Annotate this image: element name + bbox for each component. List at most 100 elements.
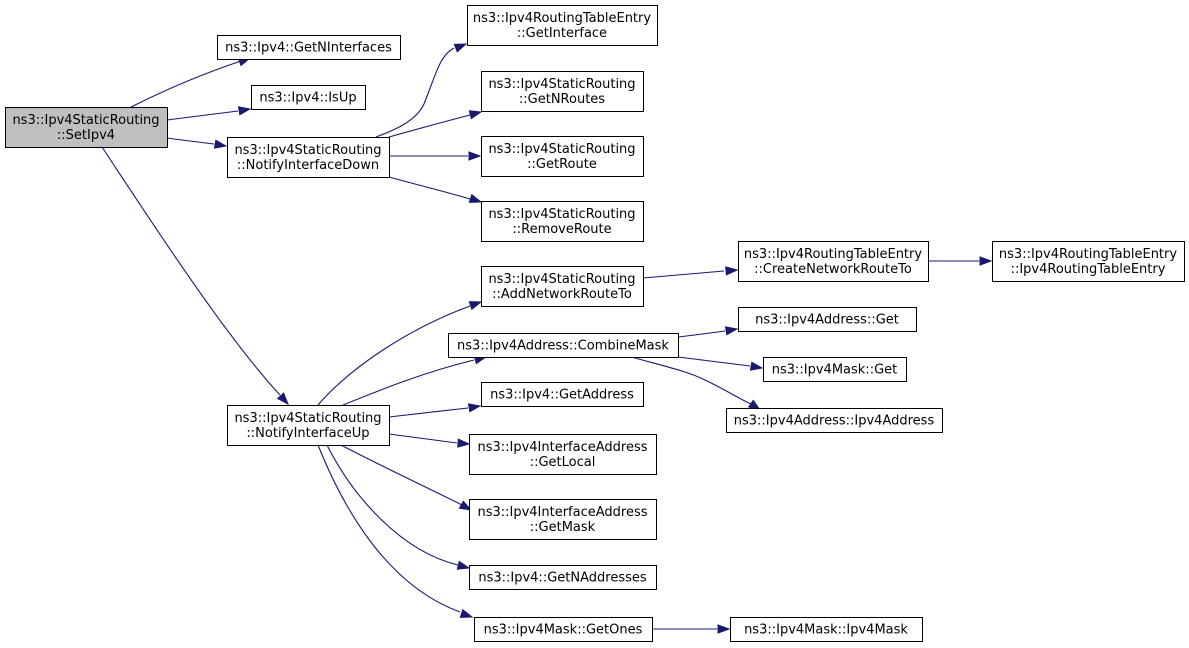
node-box: [448, 333, 679, 358]
arrowhead: [468, 193, 483, 203]
node-label: ns3::Ipv4Mask::Ipv4Mask: [744, 623, 908, 638]
edge-line: [677, 356, 751, 367]
node-mask-ctor[interactable]: ns3::Ipv4Mask::Ipv4Mask: [730, 617, 923, 642]
edge-notifyup-to-getnaddresses: [326, 444, 471, 570]
node-label: ns3::Ipv4StaticRouting: [234, 143, 381, 158]
node-box: [481, 71, 644, 112]
edge-notifydown-to-rte-getinterface: [375, 43, 468, 138]
node-notifyup[interactable]: ns3::Ipv4StaticRouting::NotifyInterfaceU…: [227, 405, 390, 446]
node-getnroutes[interactable]: ns3::Ipv4StaticRouting::GetNRoutes: [481, 71, 644, 112]
edge-line: [388, 407, 469, 418]
node-label: ns3::Ipv4::GetAddress: [490, 388, 634, 403]
node-getones[interactable]: ns3::Ipv4Mask::GetOnes: [474, 617, 653, 642]
node-label: ns3::Ipv4Address::CombineMask: [457, 339, 669, 354]
node-addnetworkrouteto[interactable]: ns3::Ipv4StaticRouting::AddNetworkRouteT…: [481, 266, 644, 307]
edge-line: [388, 433, 458, 444]
edge-line: [642, 270, 725, 279]
edge-line: [317, 444, 461, 613]
arrowhead: [725, 266, 739, 276]
node-label: ::RemoveRoute: [512, 222, 611, 237]
node-removeroute[interactable]: ns3::Ipv4StaticRouting::RemoveRoute: [481, 201, 644, 242]
edge-line: [130, 60, 242, 108]
node-label: ::CreateNetworkRouteTo: [754, 262, 912, 277]
edge-line: [166, 110, 239, 121]
node-box: [474, 617, 653, 642]
edge-line: [326, 444, 459, 566]
node-label: ns3::Ipv4StaticRouting: [488, 77, 635, 92]
node-box: [992, 241, 1185, 282]
arrowhead: [213, 139, 228, 149]
edge-notifydown-to-removeroute: [388, 176, 483, 203]
node-label: ns3::Ipv4RoutingTableEntry: [473, 11, 651, 26]
node-rte-getinterface[interactable]: ns3::Ipv4RoutingTableEntry::GetInterface: [467, 5, 658, 46]
node-label: ns3::Ipv4StaticRouting: [488, 142, 635, 157]
node-box: [217, 35, 401, 60]
arrowhead: [468, 110, 483, 120]
node-label: ns3::Ipv4Mask::GetOnes: [484, 623, 643, 638]
node-label: ::NotifyInterfaceUp: [246, 426, 369, 441]
node-label: ::GetInterface: [517, 26, 607, 41]
node-label: ns3::Ipv4::IsUp: [259, 91, 356, 106]
arrowhead: [458, 500, 473, 511]
node-setipv4[interactable]: ns3::Ipv4StaticRouting::SetIpv4: [5, 107, 168, 148]
arrowhead: [276, 392, 289, 406]
edge-notifyup-to-getlocal: [388, 433, 471, 448]
edge-addnetworkrouteto-to-createnetworkrouteto: [642, 266, 739, 279]
arrowhead: [749, 361, 764, 371]
edge-combinemask-to-mask-get: [677, 356, 764, 371]
node-addr-get[interactable]: ns3::Ipv4Address::Get: [738, 307, 917, 332]
node-label: ns3::Ipv4InterfaceAddress: [477, 505, 647, 520]
node-createnetworkrouteto[interactable]: ns3::Ipv4RoutingTableEntry::CreateNetwor…: [738, 241, 929, 282]
node-box: [469, 565, 657, 590]
node-label: ::SetIpv4: [57, 128, 115, 143]
node-getaddress[interactable]: ns3::Ipv4::GetAddress: [481, 382, 644, 407]
node-getlocal[interactable]: ns3::Ipv4InterfaceAddress::GetLocal: [469, 434, 657, 475]
arrowhead: [467, 403, 482, 413]
edge-setipv4-to-notifydown: [166, 137, 228, 149]
node-box: [5, 107, 168, 148]
node-label: ::GetLocal: [530, 455, 596, 470]
edges-layer: [101, 43, 993, 634]
node-isup[interactable]: ns3::Ipv4::IsUp: [251, 85, 366, 110]
arrowhead: [453, 43, 468, 53]
nodes-layer: ns3::Ipv4StaticRouting::SetIpv4ns3::Ipv4…: [5, 5, 1185, 642]
arrowhead: [717, 624, 731, 634]
node-rte-ctor[interactable]: ns3::Ipv4RoutingTableEntry::Ipv4RoutingT…: [992, 241, 1185, 282]
edge-getones-to-mask-ctor: [652, 624, 731, 634]
node-label: ns3::Ipv4Mask::Get: [772, 363, 898, 378]
node-getmask[interactable]: ns3::Ipv4InterfaceAddress::GetMask: [469, 499, 657, 540]
edge-line: [166, 137, 215, 145]
node-label: ns3::Ipv4StaticRouting: [234, 411, 381, 426]
node-notifydown[interactable]: ns3::Ipv4StaticRouting::NotifyInterfaceD…: [227, 137, 390, 178]
node-box: [730, 617, 923, 642]
edge-notifyup-to-getones: [317, 444, 474, 618]
node-label: ns3::Ipv4StaticRouting: [12, 113, 159, 128]
node-box: [738, 241, 929, 282]
node-box: [227, 405, 390, 446]
node-getninterfaces[interactable]: ns3::Ipv4::GetNInterfaces: [217, 35, 401, 60]
node-label: ns3::Ipv4StaticRouting: [488, 207, 635, 222]
node-label: ns3::Ipv4RoutingTableEntry: [744, 247, 922, 262]
node-label: ::GetRoute: [527, 157, 597, 172]
node-getroute[interactable]: ns3::Ipv4StaticRouting::GetRoute: [481, 136, 644, 177]
node-addr-ctor[interactable]: ns3::Ipv4Address::Ipv4Address: [726, 408, 943, 433]
node-combinemask[interactable]: ns3::Ipv4Address::CombineMask: [448, 333, 679, 358]
arrowhead: [457, 438, 471, 448]
node-label: ns3::Ipv4StaticRouting: [488, 272, 635, 287]
arrowhead: [456, 560, 471, 570]
node-label: ::GetNRoutes: [519, 92, 605, 107]
node-box: [481, 266, 644, 307]
node-box: [726, 408, 943, 433]
node-label: ::GetMask: [530, 520, 596, 535]
node-box: [467, 5, 658, 46]
edge-notifyup-to-addnetworkrouteto: [317, 301, 483, 406]
node-label: ns3::Ipv4::GetNInterfaces: [225, 41, 392, 56]
node-getnaddresses[interactable]: ns3::Ipv4::GetNAddresses: [469, 565, 657, 590]
node-box: [469, 499, 657, 540]
edge-line: [631, 356, 752, 405]
node-label: ::Ipv4RoutingTableEntry: [1011, 262, 1166, 277]
node-mask-get[interactable]: ns3::Ipv4Mask::Get: [763, 357, 907, 382]
edge-line: [375, 47, 455, 138]
edge-line: [388, 114, 471, 138]
